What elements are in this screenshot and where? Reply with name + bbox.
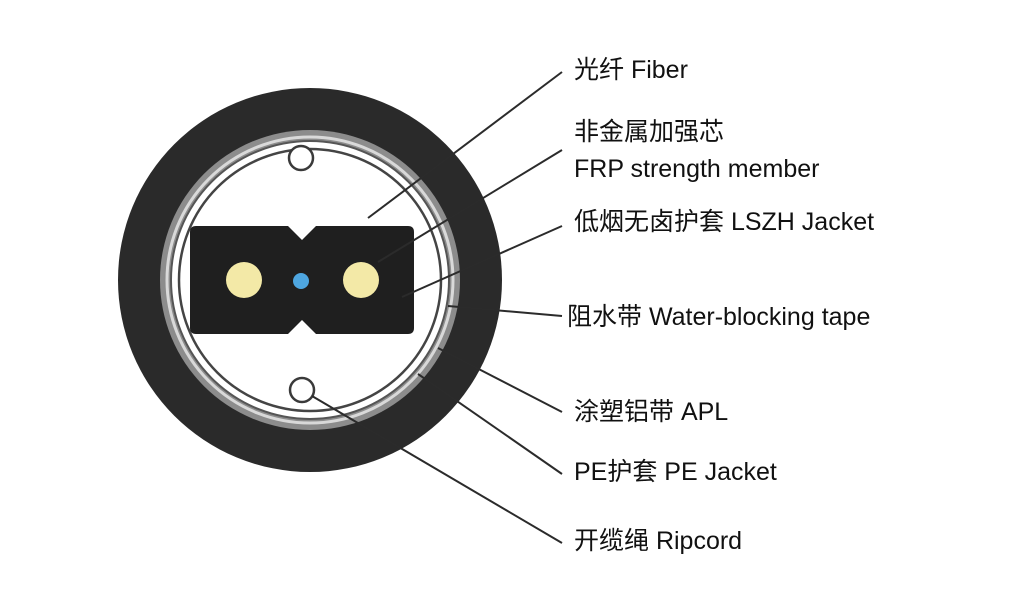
strength-member-right <box>343 262 379 298</box>
leader-lszh <box>401 225 563 298</box>
label-pe: PE护套 PE Jacket <box>574 458 777 486</box>
ripcord-bottom <box>288 376 316 404</box>
leader-fiber <box>367 71 563 219</box>
leader-ripcord <box>311 395 563 544</box>
label-frp-en: FRP strength member <box>574 155 820 183</box>
leader-frp <box>377 149 563 263</box>
leader-lines <box>311 71 563 544</box>
leader-tape <box>447 305 563 317</box>
ripcord-top <box>287 144 315 172</box>
optical-fiber <box>293 273 309 289</box>
label-frp-cn: 非金属加强芯 <box>574 118 725 146</box>
label-ripcord: 开缆绳 Ripcord <box>574 527 743 555</box>
strength-member-left <box>226 262 262 298</box>
label-apl: 涂塑铝带 APL <box>574 398 729 426</box>
label-tape: 阻水带 Water-blocking tape <box>567 303 871 331</box>
leader-apl <box>437 347 563 413</box>
label-fiber: 光纤 Fiber <box>574 56 688 84</box>
apl-inner-line <box>165 135 455 425</box>
label-lszh: 低烟无卤护套 LSZH Jacket <box>574 208 875 236</box>
leader-pe <box>417 373 563 475</box>
